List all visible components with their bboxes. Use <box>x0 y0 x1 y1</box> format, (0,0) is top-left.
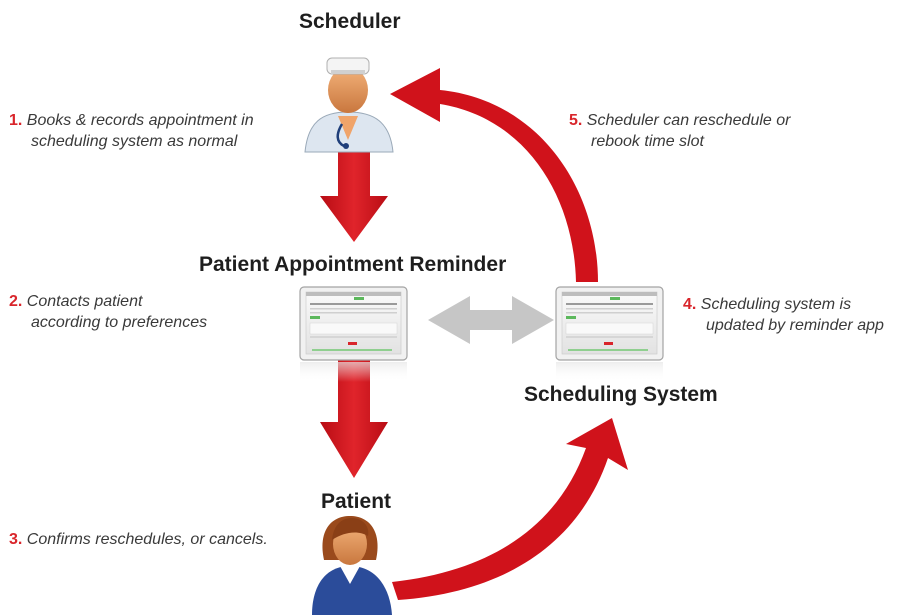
step-1-line-2: scheduling system as normal <box>31 133 238 150</box>
step-1-line-1: Books & records appointment in <box>26 112 254 129</box>
step-3-number: 3. <box>9 531 23 548</box>
scheduling-system-screen-icon <box>555 286 664 382</box>
step-4-line-1: Scheduling system is <box>700 296 852 313</box>
step-2: 2. Contacts patient according to prefere… <box>9 291 207 333</box>
step-5: 5. Scheduler can reschedule or rebook ti… <box>569 110 790 152</box>
arrow-scheduler-to-reminder <box>320 150 388 242</box>
step-3-line-1: Confirms reschedules, or cancels. <box>26 531 268 548</box>
step-4-number: 4. <box>683 296 697 313</box>
step-5-line-2: rebook time slot <box>591 133 704 150</box>
step-5-line-1: Scheduler can reschedule or <box>586 112 791 129</box>
step-1: 1. Books & records appointment in schedu… <box>9 110 254 152</box>
step-1-number: 1. <box>9 112 23 129</box>
sync-double-arrow <box>428 296 554 344</box>
reminder-app-screen-icon <box>299 286 408 382</box>
step-5-number: 5. <box>569 112 583 129</box>
scheduler-title: Scheduler <box>299 10 401 33</box>
step-2-line-2: according to preferences <box>31 314 208 331</box>
scheduler-nurse-icon <box>304 57 394 153</box>
step-4-line-2: updated by reminder app <box>706 317 884 334</box>
step-2-number: 2. <box>9 293 23 310</box>
arrow-patient-to-system <box>392 418 628 600</box>
arrow-reminder-to-patient <box>320 360 388 478</box>
step-2-line-1: Contacts patient <box>26 293 143 310</box>
patient-title: Patient <box>321 490 392 513</box>
arrow-system-to-scheduler <box>390 68 598 282</box>
step-3: 3. Confirms reschedules, or cancels. <box>9 529 268 550</box>
scheduling-system-title: Scheduling System <box>524 383 718 406</box>
reminder-title: Patient Appointment Reminder <box>199 253 507 276</box>
step-4: 4. Scheduling system is updated by remin… <box>683 294 884 336</box>
patient-woman-icon <box>312 516 392 615</box>
